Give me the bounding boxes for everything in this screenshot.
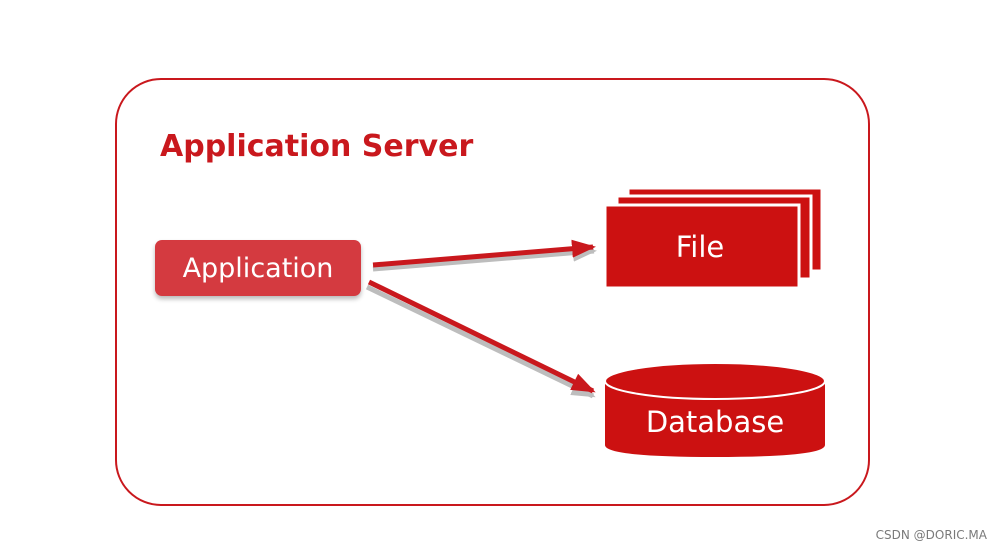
database-cylinder-body <box>605 382 825 457</box>
arrow-to-file <box>372 239 596 268</box>
file-sheet-front <box>603 203 801 290</box>
arrow-to-database <box>367 279 596 394</box>
application-label: Application <box>182 252 334 284</box>
database-label: Database <box>645 405 785 439</box>
arrow-to-file-shadow <box>372 243 597 272</box>
file-label: File <box>675 230 725 264</box>
application-node: Application <box>155 240 361 296</box>
application-server-title: Application Server <box>160 129 474 164</box>
bottom-watermark: CSDN @DORIC.MA <box>875 528 987 542</box>
database-cylinder-top <box>604 362 826 400</box>
arrow-to-database-shadow <box>365 284 596 399</box>
